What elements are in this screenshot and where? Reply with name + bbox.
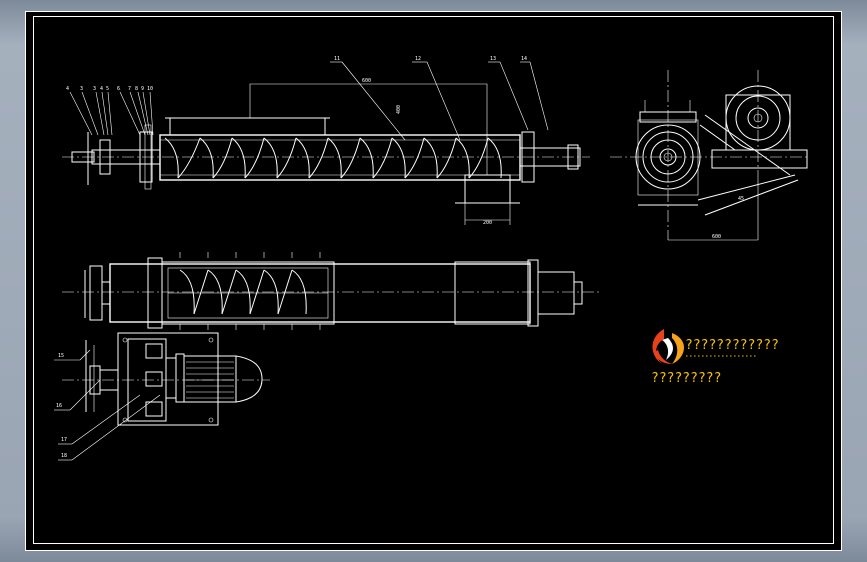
label-5: 5 (106, 86, 109, 92)
dim-side-width: 600 (712, 234, 721, 240)
dim-top-span: 600 (362, 78, 371, 84)
label-4b: 4 (100, 86, 103, 92)
inner-frame (33, 16, 834, 544)
title-line-2: ????????? (651, 371, 721, 386)
drive-unit: 15 16 17 18 (54, 332, 270, 461)
label-7: 7 (128, 86, 131, 92)
outer-frame (25, 11, 842, 551)
label-3b: 3 (93, 86, 96, 92)
dim-outlet: 200 (483, 220, 492, 226)
conveyor-plan-view (62, 252, 602, 330)
conveyor-side-view: 600 45 (610, 70, 810, 241)
label-6: 6 (117, 86, 120, 92)
label-3a: 3 (80, 86, 83, 92)
dim-vertical: 400 (396, 105, 402, 114)
drawing-sheet (25, 11, 842, 551)
label-15: 15 (58, 353, 64, 359)
label-11: 11 (334, 56, 340, 62)
conveyor-front-view: 600 200 (62, 56, 590, 226)
label-8: 8 (135, 86, 138, 92)
label-10: 10 (147, 86, 153, 92)
label-16: 16 (56, 403, 62, 409)
label-18: 18 (61, 453, 67, 459)
label-17: 17 (61, 437, 67, 443)
label-14: 14 (521, 56, 527, 62)
label-12: 12 (415, 56, 421, 62)
company-logo (652, 329, 685, 364)
label-13: 13 (490, 56, 496, 62)
label-9: 9 (141, 86, 144, 92)
title-line-1: ???????????? (685, 338, 779, 353)
dim-side-angle: 45 (738, 196, 744, 202)
label-4a: 4 (66, 86, 69, 92)
